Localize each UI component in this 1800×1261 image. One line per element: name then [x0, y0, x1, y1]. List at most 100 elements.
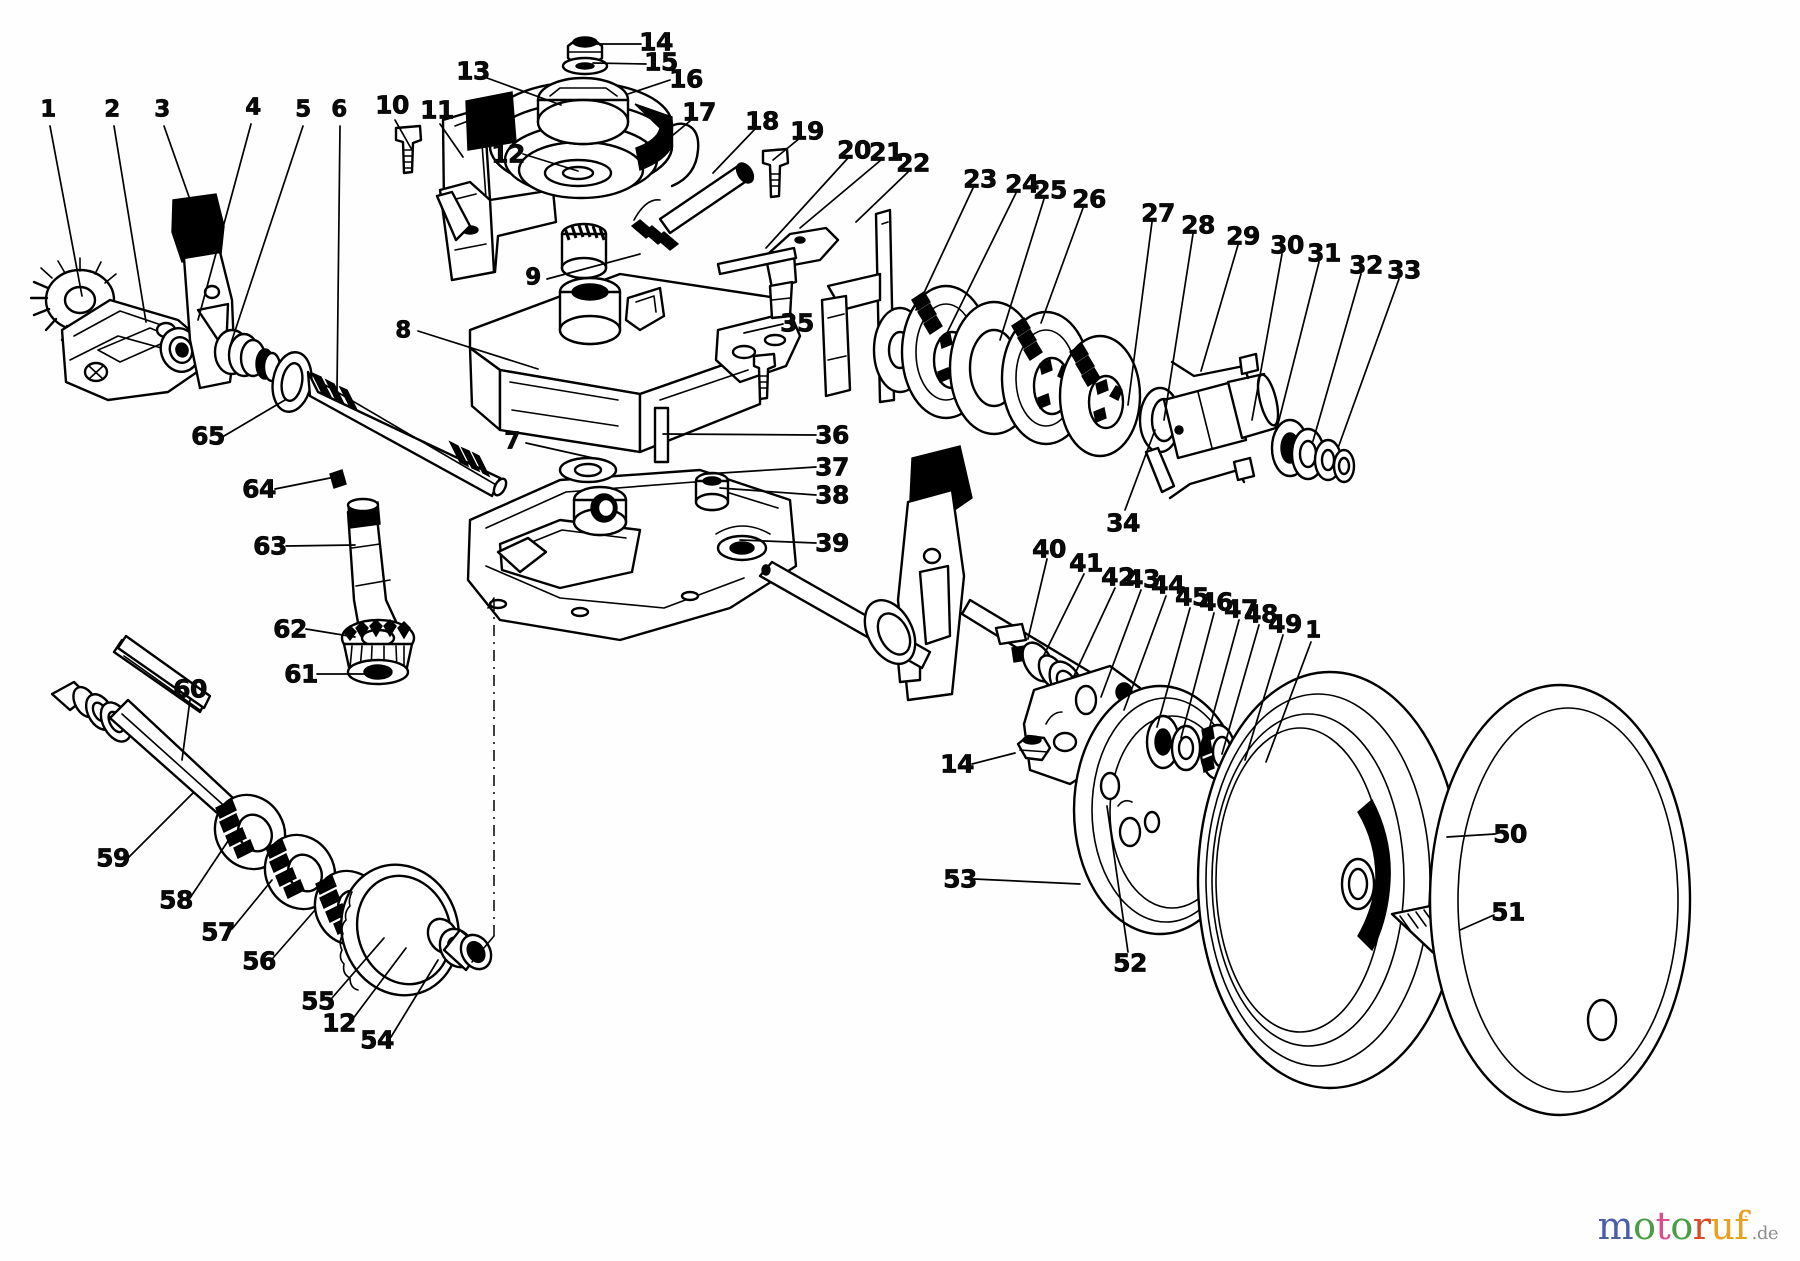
leader-line-1 — [49, 125, 83, 297]
pinion-shaft-assembly — [329, 469, 416, 686]
bolt-10 — [394, 124, 423, 175]
callout-number-22: 22 — [896, 148, 931, 178]
callout-number-19: 19 — [790, 116, 825, 146]
leader-line-38 — [719, 487, 817, 496]
spring-17 — [633, 122, 700, 221]
leader-line-59 — [127, 792, 194, 859]
pin-34 — [1144, 446, 1176, 494]
callout-number-2: 2 — [104, 96, 121, 123]
callout-number-21: 21 — [869, 137, 904, 167]
leader-line-56 — [272, 909, 316, 959]
callout-number-34: 34 — [1106, 508, 1141, 538]
leader-line-13 — [486, 77, 562, 106]
callout-number-17: 17 — [682, 97, 717, 127]
callout-number-25: 25 — [1033, 175, 1068, 205]
callout-number-48: 48 — [1244, 599, 1279, 629]
bracket-11 — [435, 110, 558, 282]
leader-line-17 — [654, 120, 691, 151]
wheel-assembly — [758, 445, 1692, 1117]
leader-line-45 — [1156, 607, 1191, 728]
leader-line-58 — [189, 837, 231, 899]
leader-line-21 — [799, 159, 882, 229]
top-pulley-assembly — [394, 36, 790, 282]
callout-number-51: 51 — [1491, 897, 1526, 927]
leader-line-31 — [1276, 261, 1320, 429]
leader-line-19 — [772, 137, 801, 161]
callout-number-40: 40 — [1032, 534, 1067, 564]
callout-number-23: 23 — [963, 164, 998, 194]
leader-line-36 — [662, 433, 817, 436]
leader-line-24 — [945, 192, 1017, 336]
leader-line-41 — [1042, 573, 1085, 658]
callout-number-30: 30 — [1270, 230, 1305, 260]
leader-line-39 — [739, 539, 817, 544]
clip-28 — [1170, 352, 1260, 380]
leader-line-7 — [525, 442, 594, 459]
leader-line-64 — [274, 477, 331, 490]
leader-line-42 — [1072, 587, 1116, 679]
watermark-letter-6: f — [1734, 1204, 1748, 1248]
leader-line-6 — [336, 125, 341, 391]
leader-line-50 — [1446, 833, 1496, 838]
callout-number-59: 59 — [96, 843, 131, 873]
callout-number-46: 46 — [1199, 587, 1234, 617]
watermark-dot: · — [1743, 1210, 1748, 1225]
leader-line-11 — [439, 123, 464, 158]
countershaft-gear-train — [50, 596, 495, 997]
nut-14-wheel — [1016, 734, 1052, 762]
callout-number-65: 65 — [191, 421, 226, 451]
leader-line-37 — [705, 466, 817, 475]
upper-gear-case-8 — [468, 222, 802, 464]
leader-line-23 — [915, 187, 974, 311]
leader-line-49 — [1244, 634, 1284, 761]
callout-number-16: 16 — [669, 64, 704, 94]
clutch-disc-stack — [716, 208, 1356, 500]
bolt-35 — [752, 352, 777, 401]
callout-number-15: 15 — [644, 47, 679, 77]
callout-number-1b: 1 — [1305, 617, 1322, 644]
pin-36 — [653, 406, 670, 464]
callout-number-10: 10 — [375, 90, 410, 120]
callout-number-49: 49 — [1268, 609, 1303, 639]
leader-line-29 — [1200, 244, 1239, 372]
callout-number-56: 56 — [242, 946, 277, 976]
callout-number-53: 53 — [943, 864, 978, 894]
axle-shaft-left — [758, 560, 932, 670]
callout-number-13: 13 — [456, 56, 491, 86]
case-boss — [558, 276, 622, 346]
callout-number-43: 43 — [1126, 564, 1161, 594]
watermark-letter-5: u — [1710, 1204, 1735, 1248]
leader-line-33 — [1337, 278, 1400, 449]
leader-line-20 — [765, 157, 849, 249]
callout-number-32: 32 — [1349, 250, 1384, 280]
clutch-disc-inner — [1058, 334, 1142, 458]
leader-line-40 — [1027, 558, 1048, 640]
rod-18 — [630, 162, 755, 251]
hub-54 — [426, 917, 493, 972]
leader-line-27 — [1127, 221, 1153, 406]
callout-number-38: 38 — [815, 480, 850, 510]
callout-number-35: 35 — [780, 308, 815, 338]
leader-line-65 — [223, 399, 286, 437]
callout-number-61: 61 — [284, 659, 319, 689]
large-gear-55 — [339, 863, 461, 997]
motoruf-watermark: motoruf·.de — [1598, 1204, 1779, 1248]
callout-number-6: 6 — [331, 96, 348, 123]
callout-number-50: 50 — [1493, 819, 1528, 849]
bearing-boss-right — [715, 525, 771, 562]
leader-line-46 — [1180, 612, 1215, 739]
callout-number-47: 47 — [1224, 594, 1259, 624]
leader-line-26 — [1040, 207, 1084, 324]
leader-line-10 — [394, 119, 413, 151]
callout-number-4: 4 — [245, 94, 262, 121]
leader-line-51 — [1459, 914, 1495, 931]
callout-number-64: 64 — [242, 474, 277, 504]
callout-number-62: 62 — [273, 614, 308, 644]
callout-number-1: 1 — [40, 96, 57, 123]
input-sleeve-9 — [560, 222, 608, 280]
callout-number-7: 7 — [504, 428, 521, 455]
pulley-16 — [488, 76, 674, 200]
leader-line-35 — [743, 323, 784, 334]
leader-line-54 — [390, 959, 439, 1038]
